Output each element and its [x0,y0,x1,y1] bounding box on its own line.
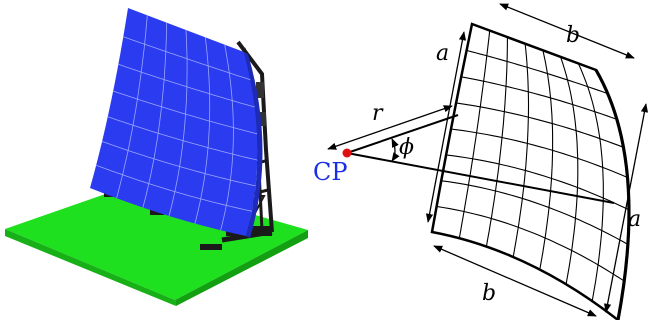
schematic-grid-line-horizontal [436,205,625,282]
panel-grid-line-horizontal [123,36,251,81]
panel-grid-line-horizontal [113,90,258,135]
phi-angle-arc [391,138,400,162]
a-dimension-arrow-right [603,103,649,313]
schematic-grid-line-horizontal [466,49,608,95]
panel-grid-line-vertical [220,44,234,231]
phi-label: ϕ [399,135,414,160]
panel-grid-line-vertical [142,22,168,208]
cp-point [342,148,352,158]
panel-grid-line-vertical [116,15,148,199]
schematic-grid-line-horizontal [456,102,624,148]
panel-grid-line-vertical [168,29,188,217]
r-dimension-arrow [327,105,453,150]
cp-label: CP [313,158,348,186]
b-label-bottom: b [482,281,496,306]
b-dimension-arrow-top [499,3,635,59]
schematic-diagram: CP r ϕ a a b b [313,3,649,320]
model-3d-render [5,8,308,306]
panel-grid-line-horizontal [107,116,258,161]
curved-panel [90,8,263,238]
schematic-grid-line-horizontal [461,76,618,120]
a-label-right: a [628,207,641,232]
schematic-grid-line-vertical [512,43,530,258]
schematic-grid-line-vertical [560,56,579,285]
a-dimension-arrow-left [425,31,467,223]
schematic-grid-line-horizontal [446,154,630,211]
panel-grid-line-horizontal [96,164,252,212]
r-label: r [372,101,384,126]
panel-grid [96,15,258,231]
panel-grid-line-horizontal [118,63,255,108]
panel-grid-line-horizontal [101,141,256,187]
b-dimension-arrow-bottom [433,245,597,317]
schematic-grid-line-vertical [485,37,508,247]
a-label-top: a [436,41,449,66]
b-label-top: b [566,23,580,48]
schematic-grid-line-horizontal [450,128,628,179]
schematic-grid [436,30,630,302]
panel-grid-line-vertical [194,37,211,224]
schematic-grid-line-horizontal [441,180,629,245]
